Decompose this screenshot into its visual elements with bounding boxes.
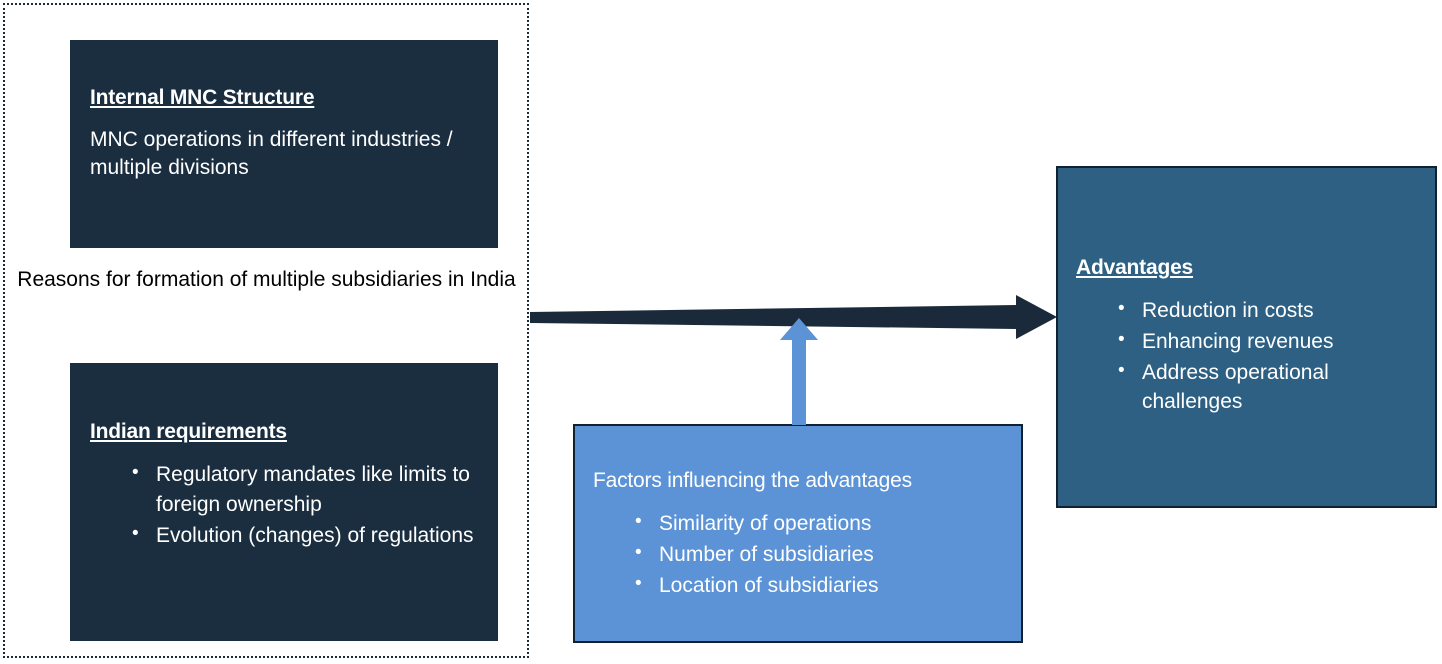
advantages-title: Advantages [1076, 256, 1194, 279]
indian-requirements-bullets: Regulatory mandates like limits to forei… [90, 460, 478, 550]
list-item: Evolution (changes) of regulations [90, 521, 478, 551]
reasons-group-frame [3, 3, 529, 658]
factors-bullets: Similarity of operations Number of subsi… [593, 509, 1003, 600]
internal-mnc-structure-title: Internal MNC Structure [90, 86, 315, 109]
list-item: Similarity of operations [593, 509, 1003, 539]
advantages-bullets: Reduction in costs Enhancing revenues Ad… [1076, 296, 1417, 417]
node-indian-requirements[interactable]: Indian requirements Regulatory mandates … [70, 363, 498, 641]
list-item: Number of subsidiaries [593, 540, 1003, 570]
reasons-group-label: Reasons for formation of multiple subsid… [17, 268, 516, 291]
arrow-factors-to-flow [780, 318, 818, 425]
list-item: Address operational challenges [1076, 358, 1417, 418]
internal-mnc-structure-body: MNC operations in different industries /… [90, 128, 453, 179]
indian-requirements-title: Indian requirements [90, 420, 287, 443]
list-item: Regulatory mandates like limits to forei… [90, 460, 478, 520]
list-item: Location of subsidiaries [593, 571, 1003, 601]
node-advantages[interactable]: Advantages Reduction in costs Enhancing … [1056, 166, 1437, 508]
node-internal-mnc-structure[interactable]: Internal MNC Structure MNC operations in… [70, 40, 498, 248]
arrow-reasons-to-advantages [530, 295, 1057, 339]
list-item: Enhancing revenues [1076, 327, 1417, 357]
factors-title: Factors influencing the advantages [593, 469, 912, 492]
list-item: Reduction in costs [1076, 296, 1417, 326]
node-factors-influencing-advantages[interactable]: Factors influencing the advantages Simil… [573, 424, 1023, 643]
